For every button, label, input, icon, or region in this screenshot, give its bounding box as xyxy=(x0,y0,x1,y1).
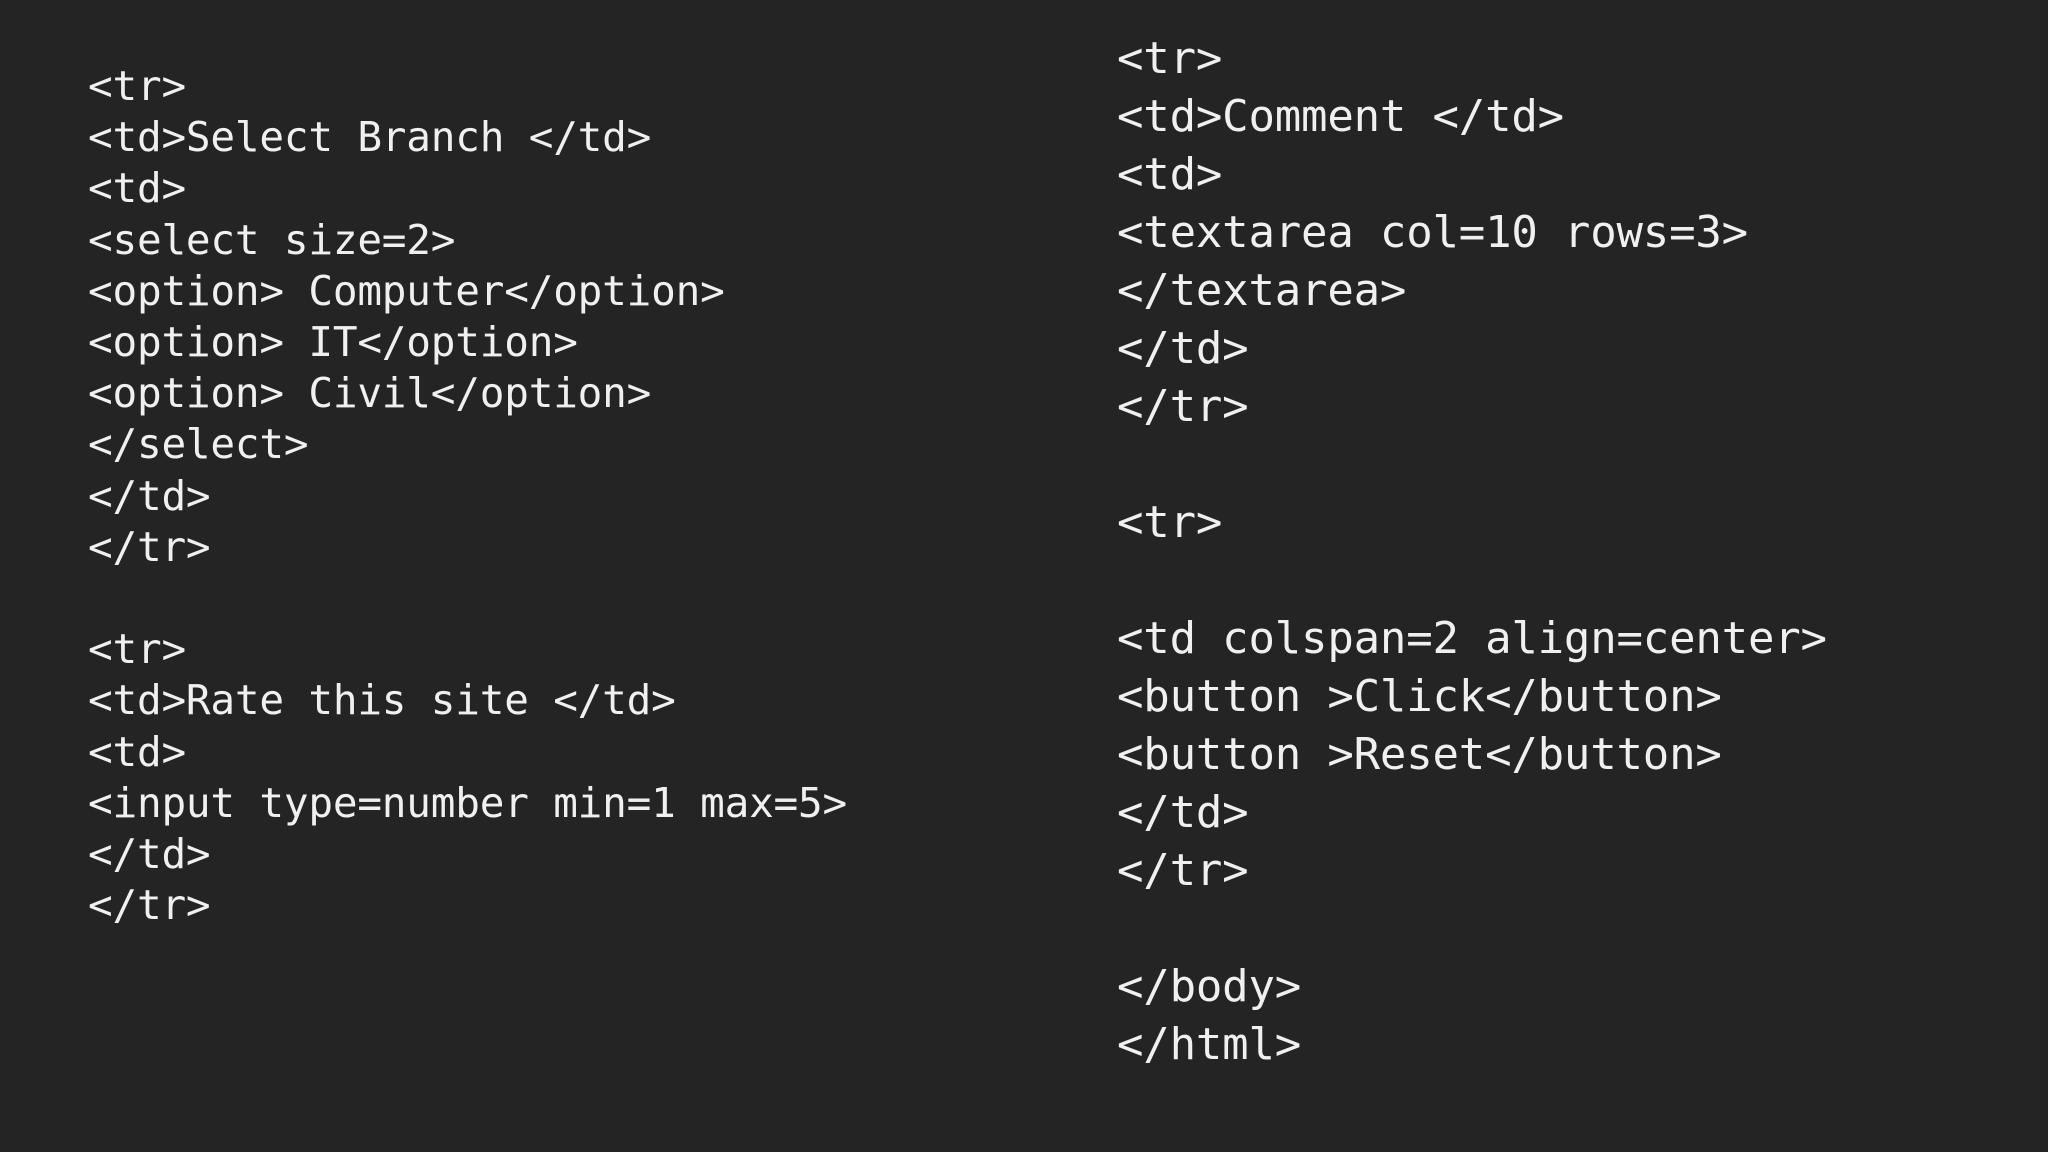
code-line: <td>Select Branch </td> xyxy=(88,113,652,162)
code-line: </tr> xyxy=(88,881,211,930)
code-line: <option> Computer</option> xyxy=(88,266,725,315)
code-line: </td> xyxy=(88,471,211,520)
code-line: </body> xyxy=(1117,961,1302,1012)
code-line: <option> Civil</option> xyxy=(88,369,652,418)
code-line: <tr> xyxy=(1117,33,1223,84)
code-line: <select size=2> xyxy=(88,215,456,264)
code-line: </textarea> xyxy=(1117,265,1407,316)
code-line: <input type=number min=1 max=5> xyxy=(88,778,848,827)
code-line: <td> xyxy=(1117,149,1223,200)
code-line: <button >Reset</button> xyxy=(1117,729,1722,780)
code-line: </tr> xyxy=(88,522,211,571)
code-line: </html> xyxy=(1117,1019,1302,1070)
code-line: </td> xyxy=(88,830,211,879)
code-line: </tr> xyxy=(1117,381,1249,432)
code-line: </td> xyxy=(1117,323,1249,374)
code-line: <textarea col=10 rows=3> xyxy=(1117,207,1748,258)
code-line: </tr> xyxy=(1117,845,1249,896)
code-line-blank xyxy=(88,573,847,624)
code-line: <td colspan=2 align=center> xyxy=(1117,613,1827,664)
code-line: <tr> xyxy=(1117,497,1223,548)
code-line: <td>Comment </td> xyxy=(1117,91,1564,142)
code-line: <button >Click</button> xyxy=(1117,671,1722,722)
code-line-blank xyxy=(1117,436,1827,494)
code-line: <option> IT</option> xyxy=(88,318,578,367)
code-line-blank xyxy=(1117,552,1827,610)
code-column-left: <tr><td>Select Branch </td><td><select s… xyxy=(88,61,847,931)
code-line: <td>Rate this site </td> xyxy=(88,676,676,725)
code-line: <tr> xyxy=(88,625,186,674)
code-line: </td> xyxy=(1117,787,1249,838)
code-line: <td> xyxy=(88,164,186,213)
code-line: </select> xyxy=(88,420,309,469)
code-line-blank xyxy=(1117,900,1827,958)
code-line: <tr> xyxy=(88,62,186,110)
code-line: <td> xyxy=(88,727,186,776)
code-column-right: <tr> <td>Comment </td> <td> <textarea col=1… xyxy=(1117,30,1827,1074)
